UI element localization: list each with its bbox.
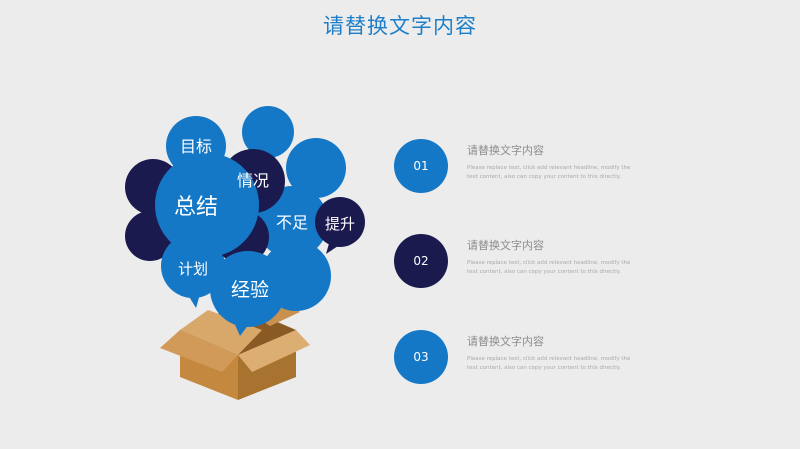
balloon-improve bbox=[315, 197, 365, 247]
item-2-description: Please replace text, click add relevant … bbox=[467, 260, 631, 275]
bubble-experience-label: 经验 bbox=[231, 279, 269, 301]
bubble-improve-label: 提升 bbox=[325, 215, 355, 233]
item-3-description: Please replace text, click add relevant … bbox=[467, 356, 631, 371]
bubble-shortcoming-label: 不足 bbox=[276, 213, 308, 232]
bubble-situation-label: 情况 bbox=[237, 171, 269, 190]
item-3-number-badge: 03 bbox=[394, 330, 448, 384]
balloon-blue-top bbox=[242, 106, 294, 158]
item-1-number-badge: 01 bbox=[394, 139, 448, 193]
item-2-title: 请替换文字内容 bbox=[467, 239, 544, 252]
item-1-title: 请替换文字内容 bbox=[467, 144, 544, 157]
balloon-summary bbox=[155, 153, 259, 257]
balloon-experience bbox=[210, 251, 286, 327]
bubble-plan-label: 计划 bbox=[178, 260, 208, 278]
item-3-title: 请替换文字内容 bbox=[467, 335, 544, 348]
page-title: 请替换文字内容 bbox=[323, 14, 477, 38]
item-1-description: Please replace text, click add relevant … bbox=[467, 165, 631, 180]
balloon-labels: 目标 情况 总结 不足 提升 计划 经验 bbox=[174, 137, 355, 301]
balloons bbox=[125, 106, 365, 336]
item-2-number-badge: 02 bbox=[394, 234, 448, 288]
balloon-blue-right bbox=[286, 138, 346, 198]
bubble-target-label: 目标 bbox=[180, 137, 212, 156]
bubble-summary-label: 总结 bbox=[174, 195, 218, 220]
